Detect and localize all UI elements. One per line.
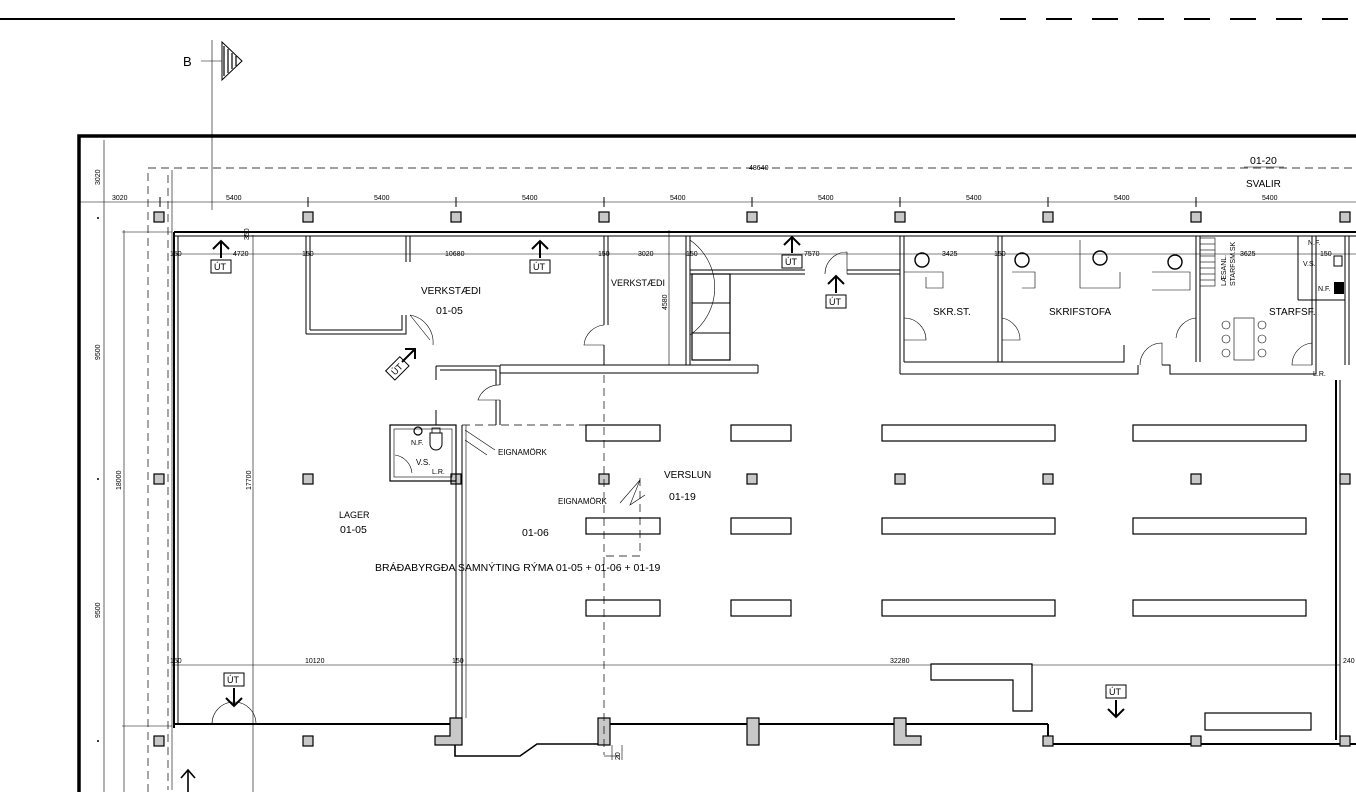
section-marker-b: B	[183, 40, 243, 210]
wc-lr-label: L.R.	[432, 469, 445, 476]
top-bay-dimensions: 5400 5400 5400 5400 5400 5400 5400 5400	[226, 195, 1278, 202]
svg-text:ÚT: ÚT	[1109, 687, 1121, 697]
dim-v4: 9500	[95, 602, 102, 618]
svg-text:7570: 7570	[804, 251, 820, 258]
dim-bay: 5400	[966, 195, 982, 202]
room-verkstaedi-2-label: VERKSTÆDI	[611, 278, 665, 288]
exit-markers: ÚT ÚT ÚT ÚT ÚT ÚT	[180, 235, 1127, 792]
dim-bay: 5400	[818, 195, 834, 202]
svalir-number: 01-20	[1250, 155, 1277, 167]
svg-text:ÚT: ÚT	[533, 262, 545, 272]
office-furniture	[904, 240, 1267, 361]
exit-icon-3: ÚT	[781, 235, 803, 269]
svg-text:150: 150	[452, 658, 464, 665]
dim-bay: 5400	[374, 195, 390, 202]
dim-bay: 5400	[670, 195, 686, 202]
room-verslun-number: 01-19	[669, 491, 696, 503]
office-chairs	[914, 250, 1183, 270]
svalir-label: SVALIR	[1246, 179, 1281, 190]
svg-text:3020: 3020	[638, 251, 654, 258]
svg-text:V.S.: V.S.	[1303, 261, 1316, 268]
svg-text:350: 350	[244, 228, 251, 240]
exit-icon-5: ÚT	[384, 355, 410, 381]
svg-text:32280: 32280	[890, 658, 910, 665]
svg-text:N.F.: N.F.	[1318, 286, 1331, 293]
stair-label-1: LÆSANL.	[1221, 255, 1228, 286]
svg-text:10120: 10120	[305, 658, 325, 665]
interior-walls	[305, 236, 1350, 718]
svg-text:ÚT: ÚT	[829, 297, 841, 307]
svg-text:N.F.: N.F.	[1308, 240, 1321, 247]
dim-bay: 5400	[1262, 195, 1278, 202]
dim-bay: 5400	[522, 195, 538, 202]
exit-icon-1: ÚT	[210, 239, 232, 274]
dim-total: 48640	[749, 165, 769, 172]
dim-left-offset: 3020	[112, 195, 128, 202]
wc-vs-label: V.S.	[416, 458, 430, 467]
svg-text:150: 150	[170, 251, 182, 258]
section-marker-label: B	[183, 54, 192, 69]
svg-text:150: 150	[1320, 251, 1332, 258]
svg-text:ÚT: ÚT	[227, 675, 239, 685]
store-shelves	[585, 424, 1312, 731]
exit-icon-2: ÚT	[529, 239, 551, 274]
svg-text:4720: 4720	[233, 251, 249, 258]
room-01-06-number: 01-06	[522, 527, 549, 539]
svg-text:150: 150	[994, 251, 1006, 258]
svg-text:20: 20	[615, 752, 622, 760]
exterior-walls	[173, 231, 1356, 757]
svg-text:3625: 3625	[1240, 251, 1256, 258]
room-verslun-label: VERSLUN	[664, 470, 711, 481]
svg-text:150: 150	[170, 658, 182, 665]
svg-text:10680: 10680	[445, 251, 465, 258]
dim-v2: 9500	[95, 344, 102, 360]
svg-text:L.R.: L.R.	[1313, 371, 1326, 378]
shared-space-note: BRÁÐABYRGÐA SAMNÝTING RÝMA 01-05 + 01-06…	[375, 561, 661, 574]
svg-text:150: 150	[686, 251, 698, 258]
dim-inner-v2: 4580	[662, 294, 669, 310]
room-labels: VERKSTÆDI 01-05 VERKSTÆDI SKR.ST. SKRIFS…	[339, 241, 1315, 574]
structural-columns	[153, 211, 1351, 747]
wc-right: N.F. V.S. N.F. L.R.	[1303, 240, 1344, 378]
inner-dimensions: 4720 10680 3020 7570 3425 3625 150 150 1…	[170, 251, 1332, 258]
dim-v1: 3020	[95, 169, 102, 185]
room-skr-st-label: SKR.ST.	[933, 307, 971, 318]
eignamork-label-2: EIGNAMÖRK	[558, 497, 608, 506]
stair-label-2: STARFSM.SK	[1230, 241, 1237, 286]
wc-nf-label: N.F.	[411, 440, 424, 447]
dim-v3: 18000	[116, 470, 123, 490]
room-verkstaedi-number: 01-05	[436, 305, 463, 317]
svg-text:ÚT: ÚT	[214, 262, 226, 272]
room-starfsf-label: STARFSF.	[1269, 307, 1315, 318]
room-skrifstofa-label: SKRIFSTOFA	[1049, 307, 1111, 318]
room-lager-number: 01-05	[340, 524, 367, 536]
eignamork-label-1: EIGNAMÖRK	[498, 448, 548, 457]
svg-text:240: 240	[1343, 658, 1355, 665]
dim-bay: 5400	[226, 195, 242, 202]
svg-text:3425: 3425	[942, 251, 958, 258]
room-verkstaedi-label: VERKSTÆDI	[421, 286, 481, 297]
exit-icon-7: ÚT	[1105, 684, 1127, 719]
dim-inner-v1: 17700	[246, 470, 253, 490]
svg-text:150: 150	[302, 251, 314, 258]
property-boundary	[462, 375, 646, 760]
svg-text:ÚT: ÚT	[785, 257, 797, 267]
exit-icon-4: ÚT	[825, 274, 847, 309]
room-lager-label: LAGER	[339, 510, 370, 520]
dim-bay: 5400	[1114, 195, 1130, 202]
exit-icon-6: ÚT	[211, 672, 257, 725]
